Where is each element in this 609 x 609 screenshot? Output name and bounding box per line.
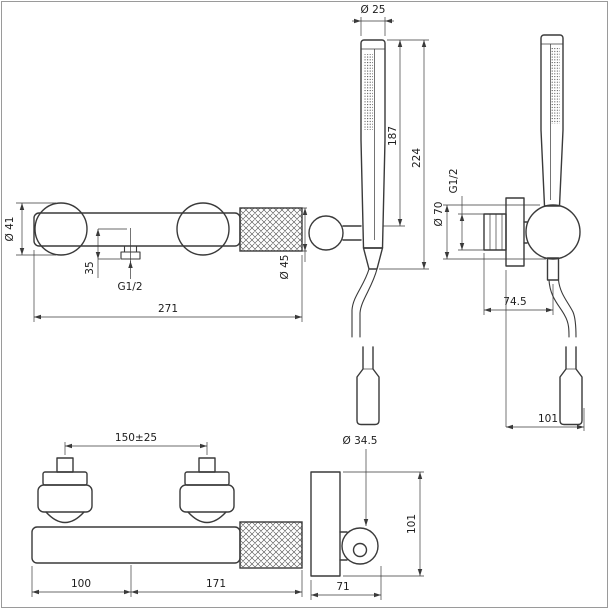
right-inlet-assembly	[179, 457, 235, 524]
outlet-stem-side	[546, 257, 560, 281]
dim-ext-body-diameter	[443, 204, 546, 260]
dim-label-head-diameter: Ø 25	[361, 4, 386, 16]
dim-ext-overall-width	[33, 250, 303, 322]
hose-right-line	[359, 268, 378, 338]
dim-label-bracket-depth: 71	[336, 581, 349, 593]
side-view-mixer: G1/2 Ø 70 74.5 101	[433, 34, 585, 431]
dim-label-wall-to-axis: 74.5	[503, 296, 526, 308]
holder-arm	[342, 225, 362, 241]
side-hose-left-line	[548, 279, 570, 338]
spray-face-dots	[363, 54, 373, 130]
bracket-ring-inner	[352, 542, 368, 558]
inlet-thread-lines	[489, 214, 503, 250]
right-wall-flange	[176, 202, 230, 256]
bracket-top-view: Ø 34.5 101 71	[310, 435, 424, 600]
dim-label-handset-length: 187	[387, 126, 399, 146]
knurled-handle	[239, 207, 303, 252]
dim-label-flange-diameter: Ø 41	[4, 217, 16, 242]
left-inlet-assembly	[37, 457, 93, 524]
hose-left-line	[351, 268, 370, 338]
inlet-fitting	[483, 213, 507, 251]
side-spray-face-dots	[551, 48, 560, 124]
wall-plate-top	[310, 471, 341, 577]
dim-label-right-segment: 171	[206, 578, 226, 590]
hand-shower-view: Ø 25 187 224	[308, 4, 429, 426]
bracket-arm	[339, 531, 348, 561]
dim-ext-outlet-offset	[98, 228, 127, 260]
hose-end-cone	[356, 346, 380, 426]
mixer-body-circle	[525, 204, 581, 260]
dim-label-bracket-diameter: Ø 34.5	[343, 435, 378, 447]
left-wall-flange	[34, 202, 88, 256]
top-knurled-handle	[239, 521, 303, 569]
front-view-mixer: Ø 41 35 G1/2 271 Ø 45	[4, 202, 308, 322]
dim-label-outlet-offset: 35	[84, 261, 96, 274]
dim-label-left-segment: 100	[71, 578, 91, 590]
dim-ext-bracket-height	[343, 471, 424, 577]
top-view-mixer: 150±25 100 171	[31, 432, 303, 597]
dim-label-overall-width: 271	[158, 303, 178, 315]
dim-label-body-diameter: Ø 70	[433, 202, 445, 227]
dim-label-overall-depth: 101	[538, 413, 558, 425]
plate-body-neck	[523, 221, 528, 244]
holder-hub	[308, 215, 344, 251]
bracket-ring	[341, 527, 379, 565]
side-hose-right-line	[557, 279, 577, 338]
dim-label-overall-height: 224	[411, 148, 423, 168]
side-hose-end-cone	[559, 346, 583, 426]
dim-label-bracket-height: 101	[406, 514, 418, 534]
dim-label-inlet-thread: G1/2	[448, 168, 460, 193]
dim-label-outlet-thread: G1/2	[117, 281, 142, 293]
dim-label-inlet-spacing: 150±25	[115, 432, 157, 444]
dim-label-handle-diameter: Ø 45	[279, 255, 291, 280]
